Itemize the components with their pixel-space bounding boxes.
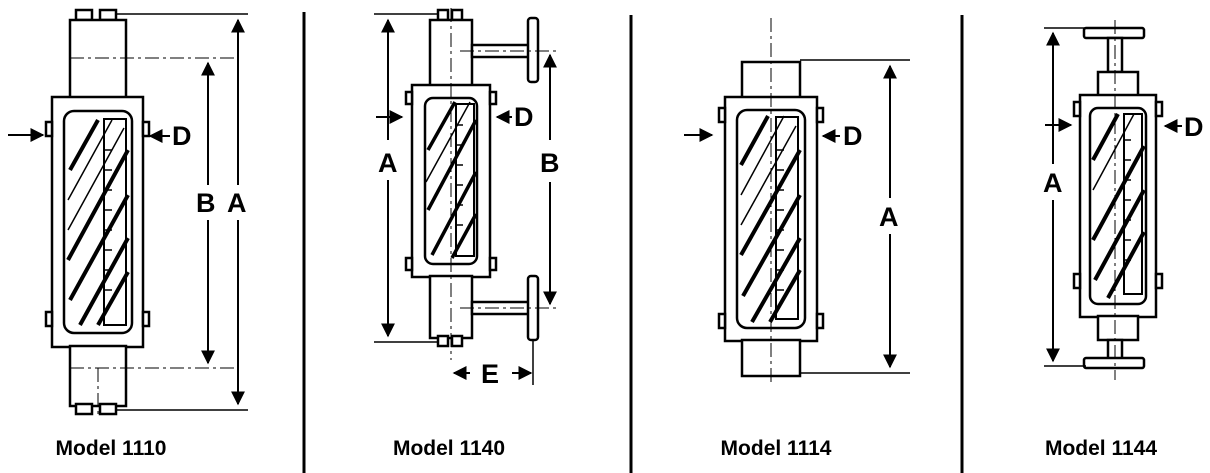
caption-model-1140: Model 1140 bbox=[392, 437, 506, 460]
model-1140-b-label: B bbox=[540, 148, 560, 178]
caption-model-1144: Model 1144 bbox=[1044, 437, 1158, 460]
model-1140-dimensions bbox=[376, 18, 557, 380]
model-1144-drawing bbox=[1044, 20, 1164, 380]
model-1114-a-label: A bbox=[879, 202, 899, 232]
model-1114-dimensions bbox=[684, 64, 897, 369]
caption-model-1114: Model 1114 bbox=[720, 437, 832, 460]
model-1144-dimensions bbox=[1045, 31, 1182, 363]
model-1144-d-label: D bbox=[1184, 112, 1204, 142]
model-1114-drawing bbox=[717, 18, 910, 385]
model-1110-drawing bbox=[44, 8, 248, 416]
model-1140-drawing bbox=[374, 8, 560, 385]
model-1114-d-label: D bbox=[843, 121, 863, 151]
model-1140-a-label: A bbox=[378, 148, 398, 178]
model-1144-a-label: A bbox=[1043, 168, 1063, 198]
model-1110-d-label: D bbox=[172, 121, 192, 151]
model-1140-e-label: E bbox=[481, 359, 499, 389]
model-1110-dimensions bbox=[8, 18, 245, 406]
model-1110-a-label: A bbox=[227, 188, 247, 218]
model-1110-b-label: B bbox=[196, 188, 216, 218]
caption-model-1110: Model 1110 bbox=[55, 437, 167, 460]
model-1140-d-label: D bbox=[514, 102, 534, 132]
